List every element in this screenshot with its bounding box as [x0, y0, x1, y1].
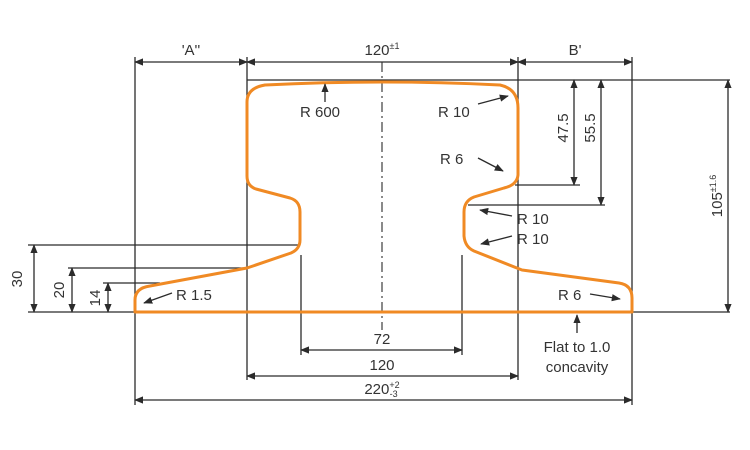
h47-5-label: 47.5: [555, 113, 572, 142]
leader-arrows: [143, 83, 621, 333]
web-72-label: 72: [374, 331, 391, 348]
h55-5-label: 55.5: [582, 113, 599, 142]
r10-web-upper-leader: [479, 207, 513, 217]
r6-foot-label: R 6: [558, 287, 581, 304]
head-width-label: 120±1: [365, 41, 400, 59]
dim-a-label: 'A'': [182, 42, 201, 59]
flat-note-line2: concavity: [546, 359, 609, 376]
r6-head-label: R 6: [440, 151, 463, 168]
labels: 'A'' 120±1 B' R 600 R 10 R 6 R 10 R 10 R…: [9, 41, 726, 399]
extension-lines: [28, 57, 730, 405]
h14-label: 14: [87, 290, 104, 307]
dimension-lines: [30, 58, 732, 404]
r10-web-lower-label: R 10: [517, 231, 549, 248]
dim-b-label: B': [569, 42, 582, 59]
r10-web-upper-label: R 10: [517, 211, 549, 228]
web-120-label: 120: [369, 357, 394, 374]
r10-head-label: R 10: [438, 104, 470, 121]
rail-profile-outline: [133, 80, 634, 314]
base-220-label: 220+2-3: [364, 380, 399, 399]
r600-label: R 600: [300, 104, 340, 121]
flat-note-line1: Flat to 1.0: [544, 339, 611, 356]
r6-foot-leader: [589, 293, 621, 302]
r10-head-leader: [477, 94, 509, 105]
r10-web-lower-leader: [480, 235, 513, 246]
height-105-label: 105±1.6: [708, 175, 726, 217]
h30-label: 30: [9, 271, 26, 288]
h20-label: 20: [51, 282, 68, 299]
r1-5-label: R 1.5: [176, 287, 212, 304]
r1-5-leader: [143, 292, 173, 304]
r6-head-leader: [477, 157, 504, 172]
